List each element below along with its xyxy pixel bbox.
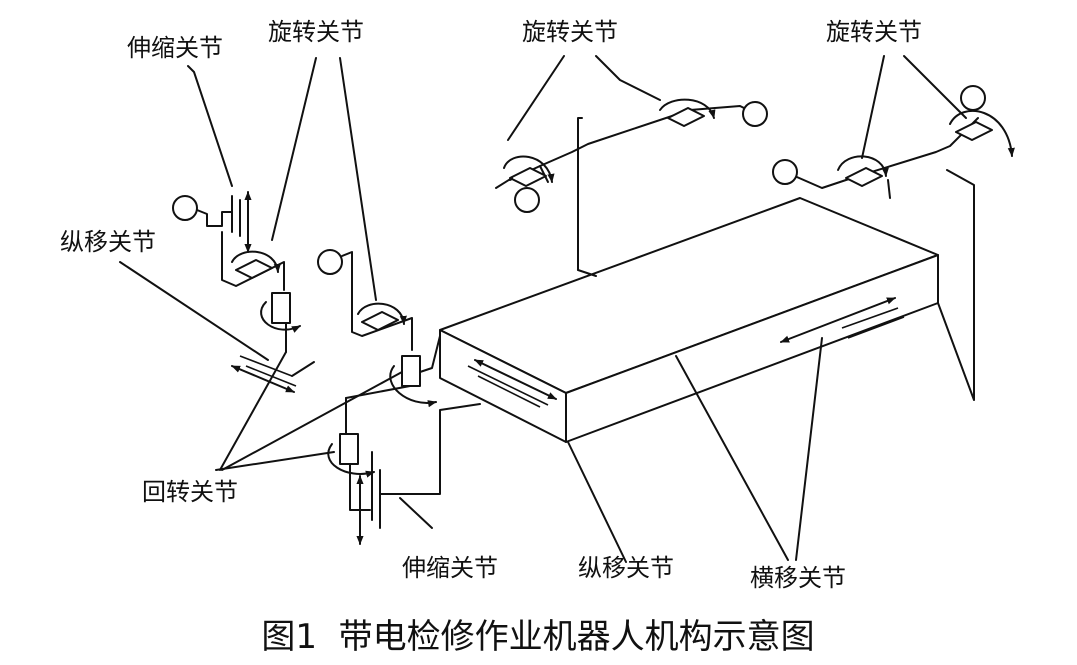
rotary-plate-upper-mid-left [509,167,547,187]
leader-lines [119,55,967,563]
slewing-box-lower [339,433,359,465]
rotary-plate-upper-mid [667,107,705,127]
gripper-circle-upper-right-left [772,159,798,185]
longitudinal-slide-bottom [467,359,557,408]
rear-mast-right [937,169,975,401]
rotary-plate-mid [361,311,399,331]
gripper-circle-left-top [172,195,198,221]
gripper-circle-upper-right [960,85,986,111]
slewing-box-left [271,292,291,324]
middle-arm [317,249,441,437]
gripper-circle-upper-mid [742,101,768,127]
rotary-plate-left [235,259,273,279]
lower-arm [327,403,481,545]
rear-mast-left [577,117,597,277]
rotary-plate-upper-right-top [955,121,993,141]
gripper-circle-mid [317,249,343,275]
label-telescopic-bottom: 伸缩关节 [402,554,498,582]
label-rotary-top-mid: 旋转关节 [522,18,618,46]
label-longitudinal-left: 纵移关节 [60,228,156,256]
upper-mid-arm [495,98,768,213]
gripper-circle-upper-mid-left [514,187,540,213]
transverse-slide [780,297,905,343]
label-rotary-top-right: 旋转关节 [826,18,922,46]
label-transverse: 横移关节 [750,564,846,592]
left-arm [172,191,315,393]
slewing-box-mid [401,355,421,387]
label-slewing: 回转关节 [142,478,238,506]
label-rotary-top-left: 旋转关节 [268,18,364,46]
label-longitudinal-bottom: 纵移关节 [578,554,674,582]
label-telescopic-top: 伸缩关节 [127,34,223,62]
figure-caption: 图1 带电检修作业机器人机构示意图 [261,617,814,657]
upper-right-arm [772,85,1015,199]
